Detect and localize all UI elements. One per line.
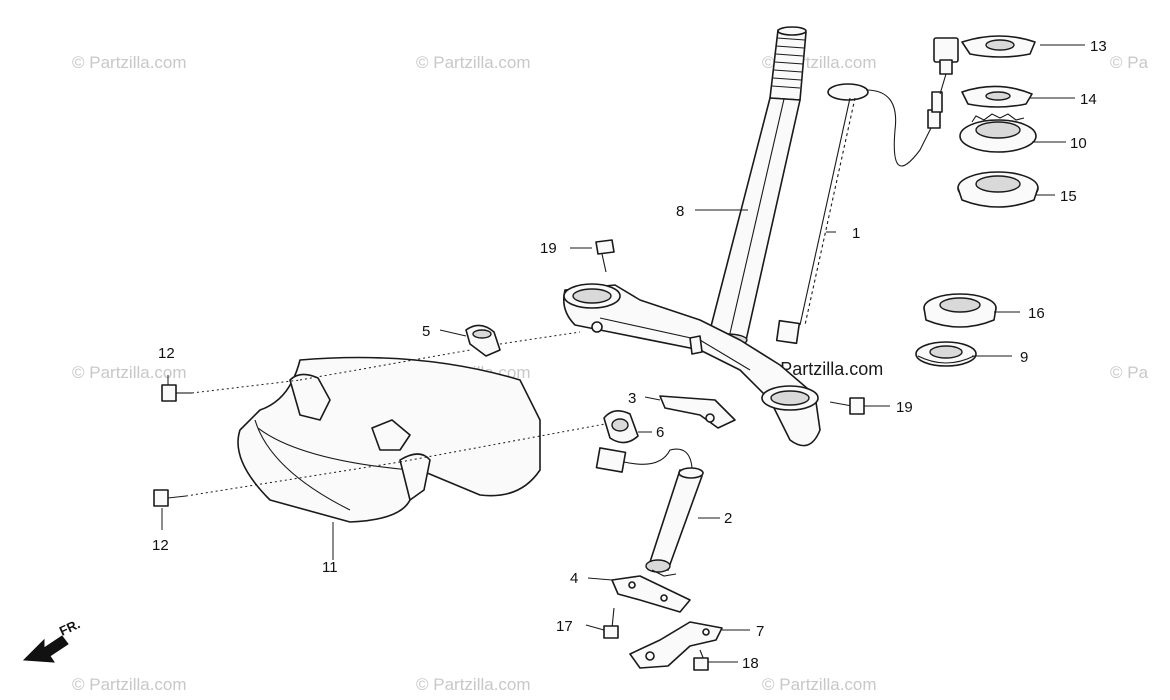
steering-stem-part-8[interactable]	[706, 26, 807, 347]
bolt-part-19-right[interactable]	[829, 397, 865, 415]
lock-washer-part-14[interactable]	[961, 85, 1033, 108]
callout-part-3[interactable]: 3	[628, 390, 636, 407]
callout-part-11[interactable]: 11	[322, 559, 338, 576]
speed-sensor-cable-part-1[interactable]	[775, 37, 959, 345]
dust-seal-part-9[interactable]	[915, 341, 977, 367]
watermark-mid-edge: © Pa	[1110, 363, 1149, 382]
bracket-part-7[interactable]	[629, 621, 723, 669]
callout-part-16[interactable]: 16	[1028, 305, 1045, 322]
bolt-part-17[interactable]	[603, 607, 619, 639]
callout-leaders	[161, 44, 1085, 663]
plate-part-4[interactable]	[611, 575, 691, 613]
watermark-bottom-left: © Partzilla.com	[72, 675, 187, 694]
sensor-part-2[interactable]	[595, 447, 704, 577]
watermark-bottom-center: © Partzilla.com	[416, 675, 531, 694]
callout-part-19-right[interactable]: 19	[896, 399, 913, 416]
front-direction-arrow-icon	[22, 635, 69, 663]
callout-part-10[interactable]: 10	[1070, 135, 1087, 152]
watermark-top-edge: © Pa	[1110, 53, 1149, 72]
front-direction-indicator: FR.	[22, 616, 82, 663]
watermark-top-left: © Partzilla.com	[72, 53, 187, 72]
callout-part-17[interactable]: 17	[556, 618, 573, 635]
callout-part-4[interactable]: 4	[570, 570, 578, 587]
callout-part-19-upper[interactable]: 19	[540, 240, 557, 257]
clip-part-6[interactable]	[603, 410, 639, 444]
bolt-part-12-upper[interactable]	[161, 384, 192, 402]
callout-part-5[interactable]: 5	[422, 323, 430, 340]
bracket-part-3[interactable]	[659, 395, 736, 429]
cover-part-11[interactable]	[237, 356, 541, 523]
lower-bracket-triple-clamp[interactable]	[562, 283, 821, 447]
callout-part-2[interactable]: 2	[724, 510, 732, 527]
watermark-bottom-right: © Partzilla.com	[762, 675, 877, 694]
clamp-part-5[interactable]	[465, 324, 501, 357]
assembly-guide-lines	[185, 331, 606, 497]
lock-nut-part-13[interactable]	[961, 35, 1036, 58]
callout-part-15[interactable]: 15	[1060, 188, 1077, 205]
callout-part-9[interactable]: 9	[1020, 349, 1028, 366]
bearing-part-15[interactable]	[957, 171, 1039, 208]
adjusting-nut-part-10[interactable]	[959, 113, 1037, 153]
callout-part-6[interactable]: 6	[656, 424, 664, 441]
callout-part-1[interactable]: 1	[852, 225, 860, 242]
watermark-layer: © Partzilla.com © Partzilla.com © Partzi…	[72, 53, 1149, 694]
callout-part-18[interactable]: 18	[742, 655, 759, 672]
callout-part-13[interactable]: 13	[1090, 38, 1107, 55]
bearing-part-16[interactable]	[923, 293, 997, 328]
callout-part-14[interactable]: 14	[1080, 91, 1097, 108]
callout-part-7[interactable]: 7	[756, 623, 764, 640]
watermark-top-center: © Partzilla.com	[416, 53, 531, 72]
bolt-part-18[interactable]	[693, 649, 709, 671]
callout-part-12-upper[interactable]: 12	[158, 345, 175, 362]
bolt-part-19-upper[interactable]	[595, 239, 615, 273]
bolt-part-12-lower[interactable]	[153, 489, 187, 507]
front-direction-label: FR.	[57, 616, 82, 638]
watermark-mid-left: © Partzilla.com	[72, 363, 187, 382]
callout-part-8[interactable]: 8	[676, 203, 684, 220]
callout-part-12-lower[interactable]: 12	[152, 537, 169, 554]
watermark-center-dark: © Partzilla.com	[762, 359, 883, 379]
callout-labels: 1 2 3 4 5 6 7 8 9 10 11 12 12 13 14 15 1…	[152, 38, 1107, 672]
